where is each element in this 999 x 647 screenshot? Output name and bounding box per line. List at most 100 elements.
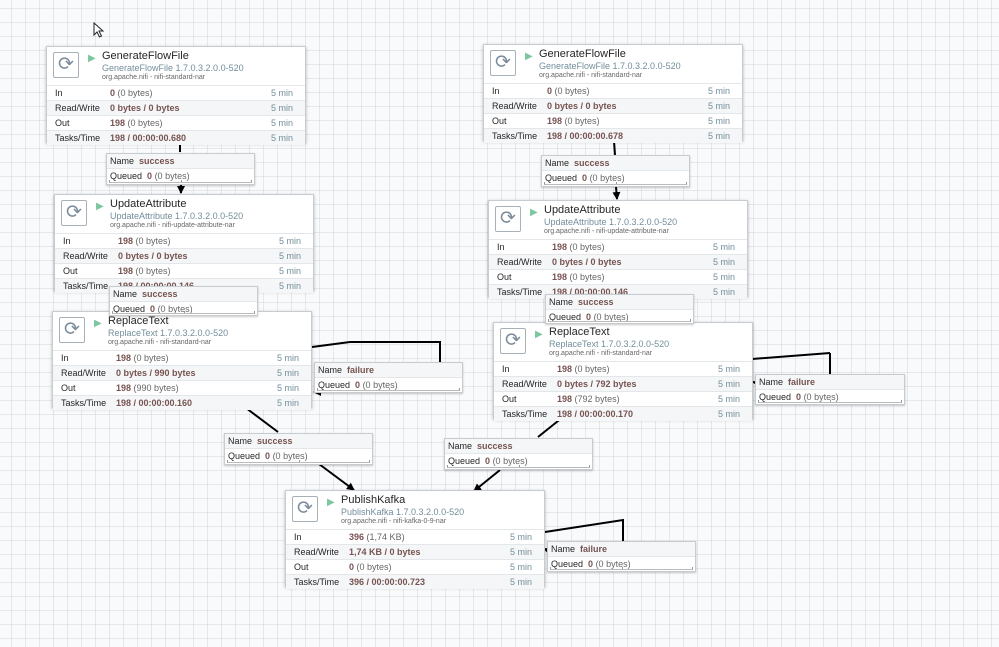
- stat-size: (0 bytes): [356, 562, 392, 572]
- processor-name: GenerateFlowFile: [539, 48, 626, 60]
- stat-label: Out: [63, 266, 78, 276]
- processor-bundle: org.apache.nifi - nifi-update-attribute-…: [544, 228, 669, 235]
- stat-window: 5 min: [276, 398, 299, 408]
- play-icon: ▶: [530, 207, 538, 218]
- conn-name-label: Name: [545, 158, 570, 168]
- stat-label: Out: [502, 394, 517, 404]
- stat-window: 5 min: [509, 547, 532, 557]
- conn-name-label: Name: [113, 289, 138, 299]
- connection-line: [751, 352, 831, 360]
- conn-queued-count: 0: [796, 392, 802, 402]
- conn-queued-label: Queued: [448, 456, 481, 466]
- stat-window: 5 min: [270, 88, 293, 98]
- processor-replacetext-2[interactable]: ⟳ ▶ ReplaceText ReplaceText 1.7.0.3.2.0.…: [493, 322, 753, 421]
- stat-window: 5 min: [276, 353, 299, 363]
- stat-label: Tasks/Time: [55, 133, 101, 143]
- stat-label: Read/Write: [502, 379, 547, 389]
- processor-bundle: org.apache.nifi - nifi-kafka-0-9-nar: [341, 518, 447, 525]
- stat-value: 198: [552, 242, 568, 252]
- conn-queued-label: Queued: [110, 171, 143, 181]
- stat-window: 5 min: [712, 272, 735, 282]
- stat-label: Read/Write: [497, 257, 542, 267]
- stat-size: (0 bytes): [135, 236, 171, 246]
- stat-label: Out: [61, 383, 76, 393]
- stat-value: 198: [118, 236, 134, 246]
- stat-window: 5 min: [278, 266, 301, 276]
- stat-size: (1,74 KB): [366, 532, 405, 542]
- stat-value: 198: [116, 353, 132, 363]
- conn-queued-size: (0 bytes): [157, 304, 193, 314]
- play-icon: ▶: [96, 201, 104, 212]
- processor-name: UpdateAttribute: [544, 204, 621, 216]
- stat-value: 0: [110, 88, 116, 98]
- stat-window: 5 min: [717, 394, 740, 404]
- stat-value: 198: [552, 272, 568, 282]
- stat-label: In: [502, 364, 510, 374]
- queue-bar: [548, 319, 691, 322]
- queue-bar: [758, 400, 902, 403]
- stat-window: 5 min: [712, 287, 735, 297]
- stat-label: Read/Write: [492, 101, 537, 111]
- stat-value: 1,74 KB / 0 bytes: [349, 547, 421, 557]
- processor-replacetext-1[interactable]: ⟳ ▶ ReplaceText ReplaceText 1.7.0.3.2.0.…: [52, 311, 312, 410]
- conn-queued-count: 0: [586, 312, 592, 322]
- conn-name-label: Name: [759, 377, 784, 387]
- stat-size: (990 bytes): [133, 383, 179, 393]
- conn-name-label: Name: [318, 365, 343, 375]
- processor-generateflowfile-1[interactable]: ⟳ ▶ GenerateFlowFile GenerateFlowFile 1.…: [46, 46, 306, 145]
- conn-queued-size: (0 bytes): [589, 173, 625, 183]
- conn-queued-count: 0: [147, 171, 153, 181]
- conn-queued-count: 0: [485, 456, 491, 466]
- connection-line: [350, 341, 441, 362]
- stat-size: (0 bytes): [569, 242, 605, 252]
- conn-queued-size: (0 bytes): [492, 456, 528, 466]
- stat-window: 5 min: [270, 103, 293, 113]
- stat-value: 198 / 00:00:00.680: [110, 133, 187, 143]
- stat-size: (0 bytes): [564, 116, 600, 126]
- queue-bar: [109, 180, 252, 183]
- conn-queued-label: Queued: [545, 173, 578, 183]
- processor-publishkafka[interactable]: ⟳ ▶ PublishKafka PublishKafka 1.7.0.3.2.…: [285, 490, 545, 589]
- stat-value: 198: [547, 116, 563, 126]
- processor-type: GenerateFlowFile 1.7.0.3.2.0.0-520: [539, 61, 681, 71]
- stat-label: Tasks/Time: [502, 409, 548, 419]
- stat-window: 5 min: [717, 364, 740, 374]
- stat-label: In: [497, 242, 505, 252]
- conn-queued-label: Queued: [228, 451, 261, 461]
- stat-window: 5 min: [712, 257, 735, 267]
- processor-updateattribute-2[interactable]: ⟳ ▶ UpdateAttribute UpdateAttribute 1.7.…: [488, 200, 748, 299]
- stat-size: (0 bytes): [133, 353, 169, 363]
- stat-size: (0 bytes): [135, 266, 171, 276]
- stat-window: 5 min: [276, 368, 299, 378]
- conn-queued-count: 0: [150, 304, 156, 314]
- conn-name-value: success: [142, 289, 178, 299]
- stat-label: Out: [294, 562, 309, 572]
- stat-value: 0: [349, 562, 355, 572]
- processor-updateattribute-1[interactable]: ⟳ ▶ UpdateAttribute UpdateAttribute 1.7.…: [54, 194, 314, 293]
- stat-value: 0 bytes / 0 bytes: [118, 251, 188, 261]
- stat-window: 5 min: [278, 251, 301, 261]
- stat-label: Out: [55, 118, 70, 128]
- conn-queued-size: (0 bytes): [593, 312, 629, 322]
- processor-name: GenerateFlowFile: [102, 50, 189, 62]
- connection-line: [613, 140, 616, 156]
- processor-icon: ⟳: [59, 317, 85, 343]
- stat-value: 0 bytes / 0 bytes: [547, 101, 617, 111]
- stat-window: 5 min: [270, 133, 293, 143]
- processor-generateflowfile-2[interactable]: ⟳ ▶ GenerateFlowFile GenerateFlowFile 1.…: [483, 44, 743, 143]
- processor-bundle: org.apache.nifi - nifi-update-attribute-…: [110, 222, 235, 229]
